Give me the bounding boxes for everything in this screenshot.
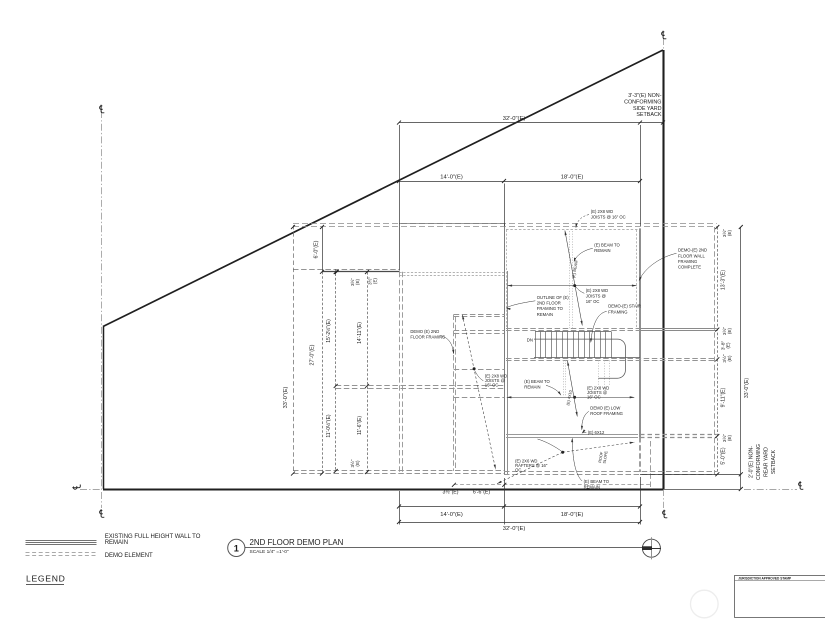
svg-text:2'-0"(E) NON-: 2'-0"(E) NON- <box>749 446 755 478</box>
svg-text:3½": 3½" <box>721 229 727 238</box>
svg-text:15'-2½"(E): 15'-2½"(E) <box>325 319 332 343</box>
svg-text:1: 1 <box>234 544 239 554</box>
svg-text:3'-8": 3'-8" <box>721 341 726 351</box>
svg-text:OUTLINE OF (E): OUTLINE OF (E) <box>537 295 569 300</box>
svg-text:(E) 2X8 WD: (E) 2X8 WD <box>587 385 609 390</box>
svg-text:(E): (E) <box>727 355 732 362</box>
svg-text:14'-11"(E): 14'-11"(E) <box>357 322 363 344</box>
svg-text:(E): (E) <box>727 434 732 441</box>
svg-text:JURISDICTION APPROVED STAMP: JURISDICTION APPROVED STAMP <box>738 576 792 580</box>
svg-text:EXISTING FULL HEIGHT WALL TO: EXISTING FULL HEIGHT WALL TO <box>105 534 201 540</box>
svg-text:(E) 2X8 WD: (E) 2X8 WD <box>485 374 507 379</box>
svg-text:FRAMING: FRAMING <box>608 309 627 314</box>
svg-text:REMAIN: REMAIN <box>105 540 128 546</box>
svg-text:(E): (E) <box>727 229 732 236</box>
svg-text:3½": 3½" <box>721 434 727 443</box>
svg-text:JOISTS @: JOISTS @ <box>485 378 505 383</box>
svg-text:FLOOR WALL: FLOOR WALL <box>678 253 706 258</box>
svg-text:13'-3"(E): 13'-3"(E) <box>721 270 727 290</box>
svg-text:RAFTERS @ 16": RAFTERS @ 16" <box>515 463 548 468</box>
svg-text:14'-0"(E): 14'-0"(E) <box>440 512 463 518</box>
svg-text:DEMO-(E) STAIR: DEMO-(E) STAIR <box>608 304 641 309</box>
svg-text:5'-0"(E): 5'-0"(E) <box>721 447 727 465</box>
svg-text:14'-0"(E): 14'-0"(E) <box>440 175 463 181</box>
svg-text:3½": 3½" <box>721 327 727 336</box>
svg-text:2ND FLOOR DEMO PLAN: 2ND FLOOR DEMO PLAN <box>250 538 344 547</box>
svg-text:16" OC: 16" OC <box>587 395 601 400</box>
svg-text:6'-0"(E): 6'-0"(E) <box>314 240 320 258</box>
svg-text:CONFORMING: CONFORMING <box>756 444 762 480</box>
svg-text:11'-6"(E): 11'-6"(E) <box>357 416 363 435</box>
svg-text:OC: OC <box>515 468 521 473</box>
svg-text:REMAIN: REMAIN <box>594 248 610 253</box>
svg-text:18'-0"(E): 18'-0"(E) <box>561 175 584 181</box>
svg-text:(E) BEAM: (E) BEAM <box>571 260 579 278</box>
svg-text:3½": 3½" <box>349 278 355 286</box>
svg-text:JOISTS @ 16" OC: JOISTS @ 16" OC <box>591 215 626 220</box>
svg-text:(E): (E) <box>727 327 732 334</box>
svg-text:JOISTS @: JOISTS @ <box>587 390 607 395</box>
svg-text:SETBACK: SETBACK <box>636 112 662 118</box>
svg-text:3½": 3½" <box>368 277 373 285</box>
svg-text:(E) 2X8 WD: (E) 2X8 WD <box>586 288 608 293</box>
svg-text:DEMO-(E) 2ND: DEMO-(E) 2ND <box>678 248 707 253</box>
svg-text:CONFORMING: CONFORMING <box>624 99 661 105</box>
svg-text:18'-0"(E): 18'-0"(E) <box>561 512 584 518</box>
svg-text:3'-3"(E) NON-: 3'-3"(E) NON- <box>628 93 661 99</box>
svg-text:(E) 6X12: (E) 6X12 <box>588 430 605 435</box>
svg-text:SIDE YARD: SIDE YARD <box>633 106 662 112</box>
svg-text:3½": 3½" <box>721 354 727 363</box>
svg-text:ROOF: ROOF <box>598 451 604 463</box>
svg-text:DEMO ELEMENT: DEMO ELEMENT <box>105 553 153 559</box>
svg-text:SETBACK: SETBACK <box>771 449 777 474</box>
svg-text:2ND FLOOR: 2ND FLOOR <box>537 301 561 306</box>
svg-text:(E) 2X8 WD: (E) 2X8 WD <box>591 209 613 214</box>
svg-text:JOISTS @: JOISTS @ <box>586 293 606 298</box>
svg-text:(E): (E) <box>355 278 360 285</box>
svg-text:33'-0"(E): 33'-0"(E) <box>744 378 750 398</box>
svg-text:3½"(E): 3½"(E) <box>443 489 459 496</box>
svg-text:9'-11"(E): 9'-11"(E) <box>721 387 727 407</box>
svg-text:16" OC: 16" OC <box>586 299 600 304</box>
svg-text:LEGEND: LEGEND <box>26 574 66 584</box>
svg-text:(E) BEAM TO: (E) BEAM TO <box>524 379 550 384</box>
svg-text:(E): (E) <box>373 278 378 284</box>
svg-text:SLOPE: SLOPE <box>602 450 608 464</box>
svg-text:(E) BEAM TO: (E) BEAM TO <box>594 242 620 247</box>
svg-text:(E) 2X6 WD: (E) 2X6 WD <box>515 458 537 463</box>
svg-text:SCALE 1/4" =1'-0": SCALE 1/4" =1'-0" <box>250 549 289 555</box>
svg-text:6'-6"(E): 6'-6"(E) <box>473 490 491 496</box>
svg-text:27'-0"(E): 27'-0"(E) <box>310 344 316 365</box>
svg-text:FLOOR FRAMING: FLOOR FRAMING <box>410 334 445 339</box>
svg-text:33'-0"(E): 33'-0"(E) <box>283 387 289 409</box>
svg-text:DN: DN <box>527 337 533 342</box>
svg-text:(E): (E) <box>726 342 731 349</box>
svg-text:REAR YARD: REAR YARD <box>764 447 770 477</box>
svg-text:COMPLETE: COMPLETE <box>678 265 701 270</box>
svg-text:REMAIN: REMAIN <box>584 484 600 489</box>
svg-text:11'-0½"(E): 11'-0½"(E) <box>325 414 332 438</box>
svg-text:16" OC: 16" OC <box>485 383 499 388</box>
svg-text:DEMO (E) 2ND: DEMO (E) 2ND <box>410 329 439 334</box>
svg-text:32'-0"(E): 32'-0"(E) <box>503 526 526 532</box>
svg-text:(E): (E) <box>355 460 360 467</box>
svg-text:FRAMING TO: FRAMING TO <box>537 306 564 311</box>
svg-text:FRAMING: FRAMING <box>678 259 697 264</box>
svg-text:REMAIN: REMAIN <box>537 312 553 317</box>
svg-text:DEMO (E) LOW: DEMO (E) LOW <box>590 406 620 411</box>
svg-text:(E) BEAM TO: (E) BEAM TO <box>584 479 610 484</box>
svg-text:ROOF FRAMING: ROOF FRAMING <box>590 411 623 416</box>
svg-text:32'-0"(E): 32'-0"(E) <box>503 116 526 122</box>
svg-text:REMAIN: REMAIN <box>524 384 540 389</box>
svg-text:3½": 3½" <box>349 459 355 467</box>
